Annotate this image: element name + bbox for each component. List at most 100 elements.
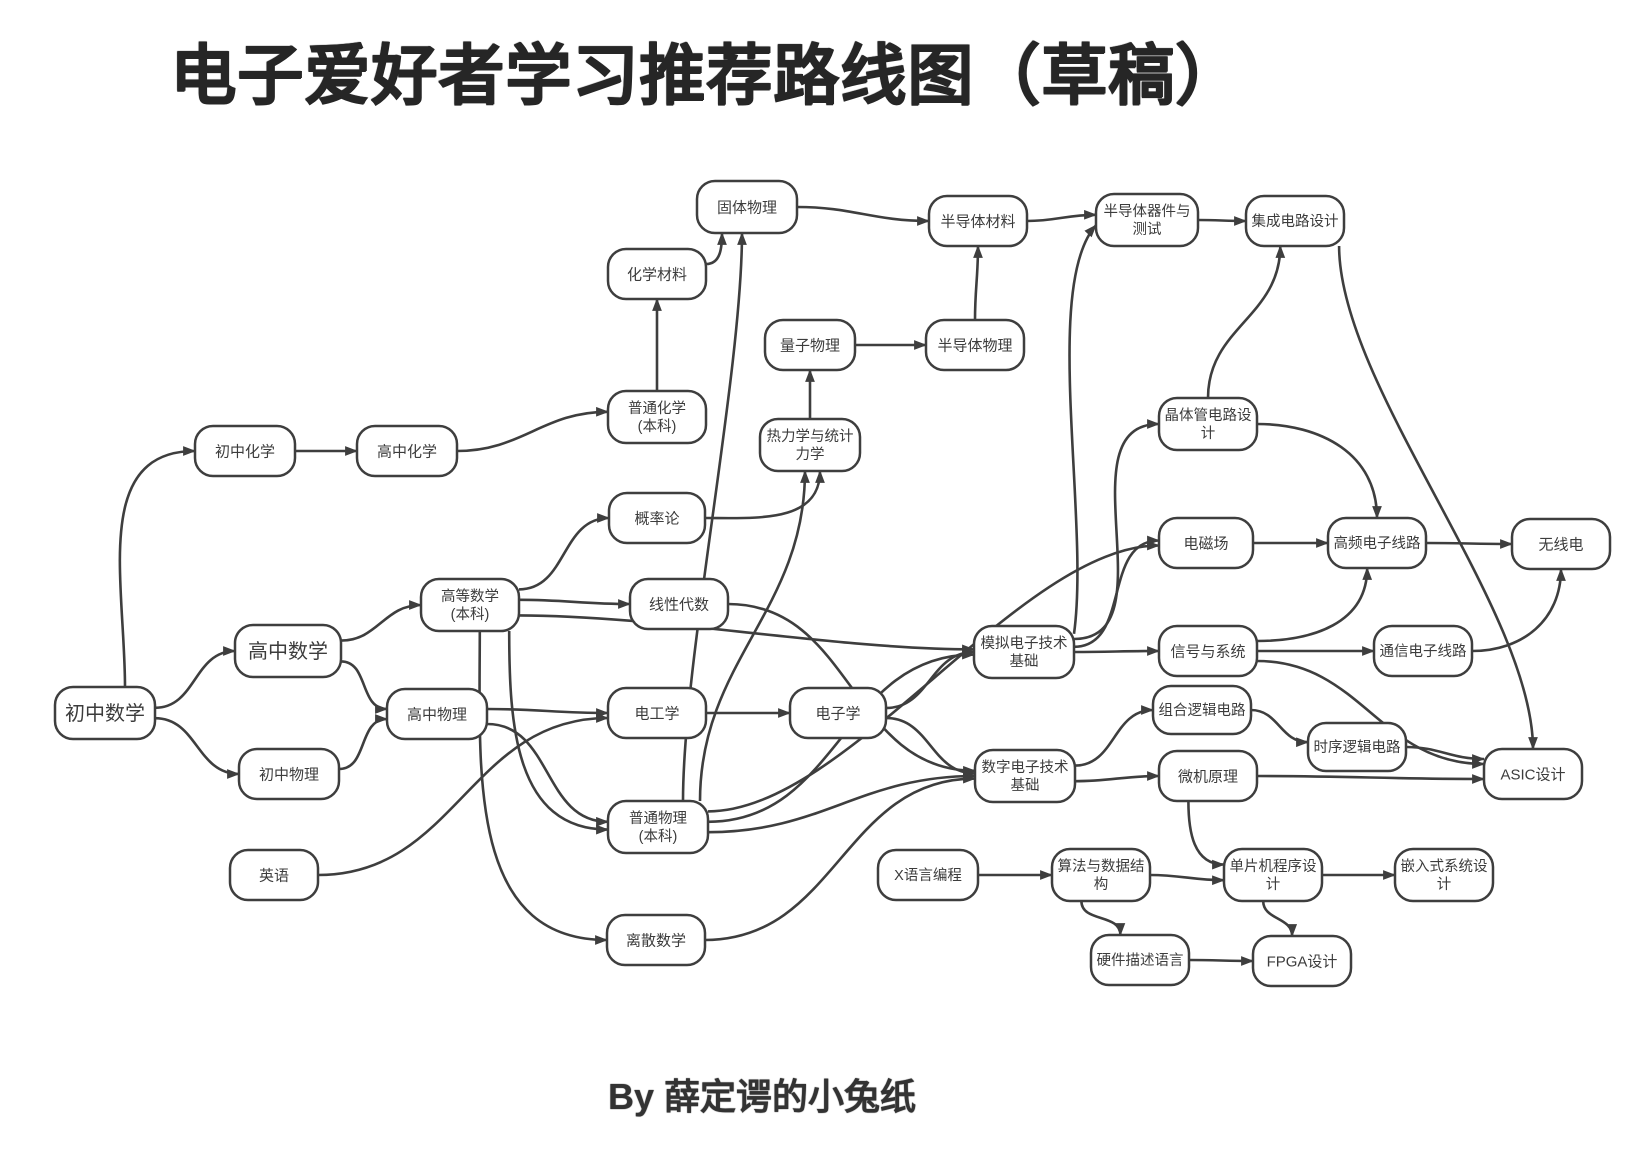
node-box	[758, 417, 862, 473]
edge-hxcl-gtwl	[705, 231, 727, 266]
node-label: 信号与系统	[1170, 643, 1245, 660]
node-box	[973, 748, 1077, 804]
node-box	[228, 848, 320, 902]
node-txdz: 通信电子线路	[1372, 624, 1474, 678]
edge-szdz-zhlj	[1074, 705, 1155, 767]
edge-mndz-jtg	[1073, 419, 1161, 641]
edge-jtg-jcdl	[1206, 244, 1286, 399]
node-box	[1306, 721, 1408, 773]
node-dpj: 单片机程序设计	[1222, 847, 1324, 903]
node-box	[237, 747, 341, 801]
node-xyybc: X语言编程	[876, 848, 980, 902]
node-box	[1157, 396, 1259, 452]
node-label: 组合逻辑电路	[1159, 702, 1246, 719]
node-mndz: 模拟电子技术基础	[972, 624, 1076, 680]
node-label: 半导体材料	[940, 213, 1015, 230]
node-hxcl: 化学材料	[606, 247, 708, 301]
edge-bdtcl-bdtqj	[1026, 209, 1098, 223]
edge-gdsx-xxds	[518, 598, 632, 609]
edge-szdz-wjyl	[1074, 771, 1161, 783]
node-box	[355, 424, 459, 478]
node-box	[628, 577, 730, 631]
node-box	[419, 577, 521, 633]
edge-jcdl-asic	[1337, 245, 1538, 751]
node-gtwl: 固体物理	[695, 179, 799, 235]
node-box	[1157, 624, 1259, 678]
node-yy: 英语	[228, 848, 320, 902]
node-label: 量子物理	[780, 337, 840, 354]
edge-mndz-xhxt	[1073, 646, 1161, 656]
node-label: 通信电子线路	[1380, 643, 1467, 660]
edge-bdtqj-jcdl	[1197, 216, 1248, 226]
edge-yy-dgx	[317, 713, 610, 877]
node-box	[385, 687, 489, 741]
node-label: ASIC设计	[1500, 766, 1565, 783]
edge-czsx-czhx	[118, 446, 197, 688]
node-czwl: 初中物理	[237, 747, 341, 801]
node-label: 高等数学(本科)	[441, 587, 499, 623]
edge-gll-rlx	[704, 469, 825, 520]
node-label: 集成电路设计	[1252, 213, 1339, 230]
node-box	[1251, 934, 1353, 988]
node-xxds: 线性代数	[628, 577, 730, 631]
node-gll: 概率论	[607, 491, 707, 545]
node-label: 晶体管电路设计	[1165, 407, 1252, 442]
node-czsx: 初中数学	[53, 685, 157, 741]
node-label: 微机原理	[1178, 768, 1238, 785]
node-box	[606, 247, 708, 301]
edge-czwl-gzwl	[338, 714, 389, 771]
node-szdz: 数字电子技术基础	[973, 748, 1077, 804]
node-label: 数字电子技术基础	[982, 759, 1069, 794]
node-label: 初中数学	[65, 702, 145, 725]
edge-ptwl-szdz	[707, 771, 977, 834]
node-label: 化学材料	[627, 266, 687, 283]
node-label: 普通物理(本科)	[629, 810, 687, 845]
node-rlx: 热力学与统计力学	[758, 417, 862, 473]
edge-sfsj-yjms	[1080, 900, 1126, 937]
node-box	[605, 913, 707, 967]
edge-bdtwl-bdtcl	[973, 244, 983, 321]
node-label: 热力学与统计力学	[767, 428, 854, 463]
node-label: 嵌入式系统设计	[1401, 858, 1488, 893]
edge-gzsx-gdsx	[340, 600, 423, 642]
node-box	[606, 389, 708, 445]
edge-ptwl-rlx	[698, 469, 810, 802]
node-label: 普通化学(本科)	[628, 400, 686, 435]
node-label: 固体物理	[717, 199, 777, 216]
node-label: 时序逻辑电路	[1314, 739, 1401, 756]
edge-gdsx-gll	[518, 513, 611, 591]
node-dgx: 电工学	[606, 686, 708, 740]
edge-zhlj-sxlj	[1250, 708, 1310, 748]
node-box	[1372, 624, 1474, 678]
edge-gzwl-dgx	[486, 707, 610, 718]
node-bdtcl: 半导体材料	[927, 194, 1029, 248]
edge-txdz-wxd	[1471, 567, 1566, 653]
edge-gzsx-gzwl	[340, 660, 389, 714]
edge-czsx-czwl	[154, 716, 241, 779]
node-label: X语言编程	[894, 867, 962, 884]
node-label: 硬件描述语言	[1097, 952, 1184, 969]
node-gzwl: 高中物理	[385, 687, 489, 741]
node-dzx: 电子学	[788, 686, 888, 740]
node-sfsj: 算法与数据结构	[1050, 847, 1152, 903]
node-xhxt: 信号与系统	[1157, 624, 1259, 678]
node-gdsx: 高等数学(本科)	[419, 577, 521, 633]
node-box	[1222, 847, 1324, 903]
node-lssx: 离散数学	[605, 913, 707, 967]
node-box	[1157, 749, 1259, 803]
node-box	[53, 685, 157, 741]
node-label: 初中物理	[259, 766, 319, 783]
node-box	[193, 424, 297, 478]
node-label: 模拟电子技术基础	[981, 635, 1068, 670]
edge-gzwl-ptwl	[486, 722, 610, 827]
node-box	[1510, 517, 1612, 571]
node-box	[607, 491, 707, 545]
edge-wjyl-dpj	[1187, 800, 1226, 870]
node-box	[1482, 747, 1584, 801]
node-label: FPGA设计	[1267, 953, 1338, 970]
node-layer: 固体物理半导体材料半导体器件与测试集成电路设计化学材料量子物理半导体物理普通化学…	[53, 179, 1612, 988]
node-label: 电子学	[815, 705, 860, 722]
edge-dzx-szdz	[885, 716, 977, 779]
node-gzsx: 高中数学	[233, 623, 343, 679]
